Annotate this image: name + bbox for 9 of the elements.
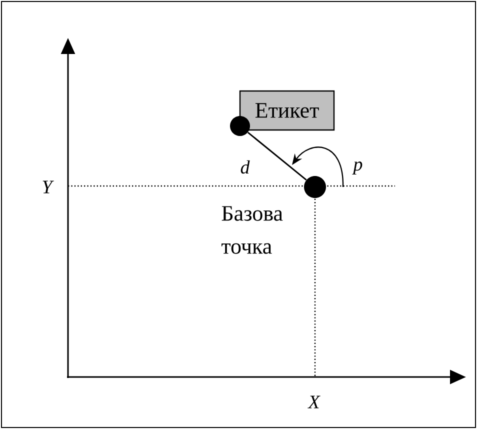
axis-label: p [352,162,362,174]
connector-line [247,132,307,181]
edge-label: d [240,160,250,174]
label-box: Етикет [239,90,335,131]
point-caption: Базова точка [222,206,283,254]
axis-label: X [308,396,320,408]
point-dot [230,116,250,136]
axis-label: Y [42,180,54,194]
point-dot [304,176,326,198]
